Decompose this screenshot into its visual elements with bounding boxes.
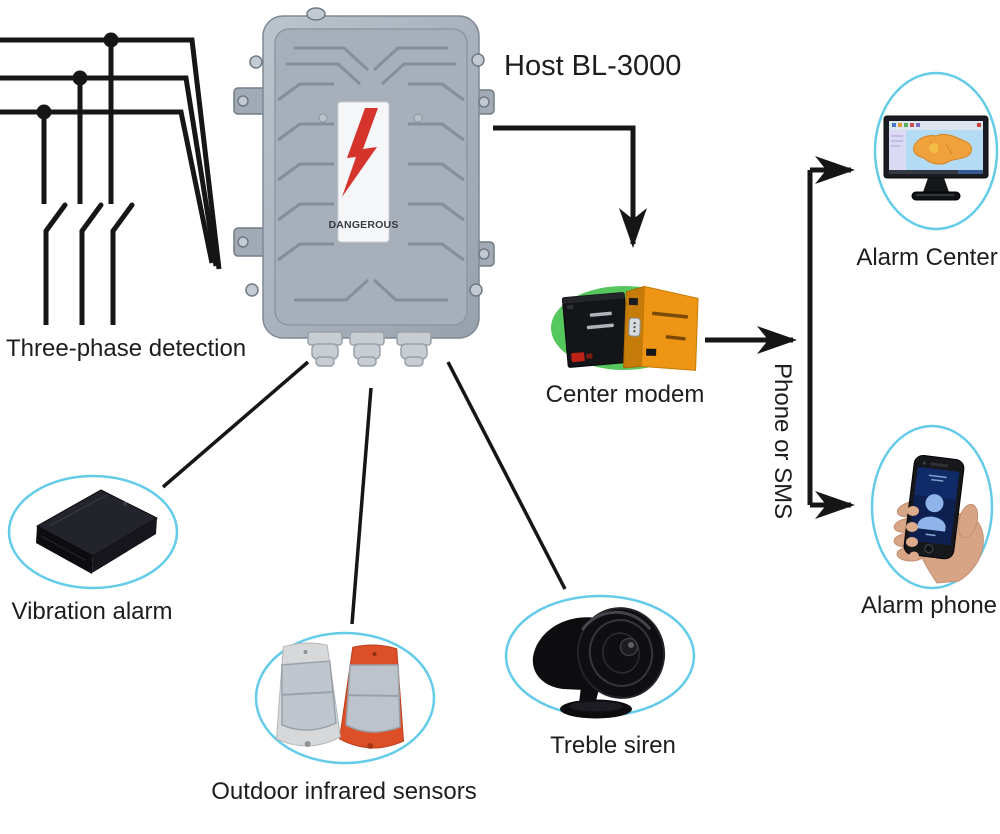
- switch-blade-icon: [79, 202, 104, 234]
- phase-wire-3: [0, 109, 215, 264]
- horn-siren-icon: [504, 594, 696, 719]
- map-of-china: [913, 133, 973, 165]
- junction-box-icon: DANGEROUS: [233, 7, 495, 367]
- alarm-center-label: Alarm Center: [856, 244, 998, 271]
- black-box-icon: [7, 474, 179, 590]
- line-host-to-siren: [446, 361, 567, 590]
- modem-label: Center modem: [545, 381, 705, 408]
- vibration-box: [35, 489, 159, 574]
- infrared-sensors-icon: [254, 631, 436, 765]
- cable-glands: [307, 331, 432, 367]
- gsm-modem-icon: [551, 285, 699, 371]
- phase-wire-1: [0, 37, 222, 270]
- box-screws: [237, 7, 490, 297]
- modem-black-box: [561, 292, 631, 368]
- switch-blade-icon: [43, 202, 68, 234]
- phase-wire-2: [0, 75, 219, 267]
- monitor-map-icon: [873, 71, 999, 231]
- switch-blade-icon: [110, 202, 135, 234]
- lightning-bolt-icon: [342, 108, 378, 197]
- infrared-label: Outdoor infrared sensors: [211, 778, 477, 805]
- siren-label: Treble siren: [550, 732, 676, 759]
- modem-orange-box: [623, 285, 699, 371]
- vibration-label: Vibration alarm: [11, 598, 173, 625]
- line-host-to-vibration: [161, 360, 310, 489]
- three-phase-wires-icon: [0, 37, 222, 325]
- box-bosses: [318, 113, 423, 123]
- alarm-phone-label: Alarm phone: [860, 592, 998, 619]
- warning-label-text: DANGEROUS: [328, 219, 398, 231]
- box-ribs: [277, 46, 465, 302]
- phone-or-sms-label: Phone or SMS: [768, 363, 796, 520]
- contact-avatar-icon: [925, 494, 944, 513]
- line-host-to-infrared: [350, 387, 373, 625]
- host-title: Host BL-3000: [504, 50, 682, 82]
- monitor-stand: [923, 178, 949, 192]
- three-phase-label: Three-phase detection: [6, 335, 247, 362]
- monitor-icon: [883, 115, 989, 201]
- wire-junction-dots: [36, 32, 119, 120]
- fingertips: [906, 506, 919, 561]
- warning-label: [337, 101, 390, 243]
- infrared-sensor-orange: [339, 644, 405, 749]
- siren-horn: [532, 607, 666, 719]
- arrow-host-to-modem: [493, 125, 647, 248]
- smartphone-icon: [903, 454, 965, 560]
- hand-phone-icon: [870, 424, 994, 590]
- infrared-sensor-white: [275, 642, 341, 748]
